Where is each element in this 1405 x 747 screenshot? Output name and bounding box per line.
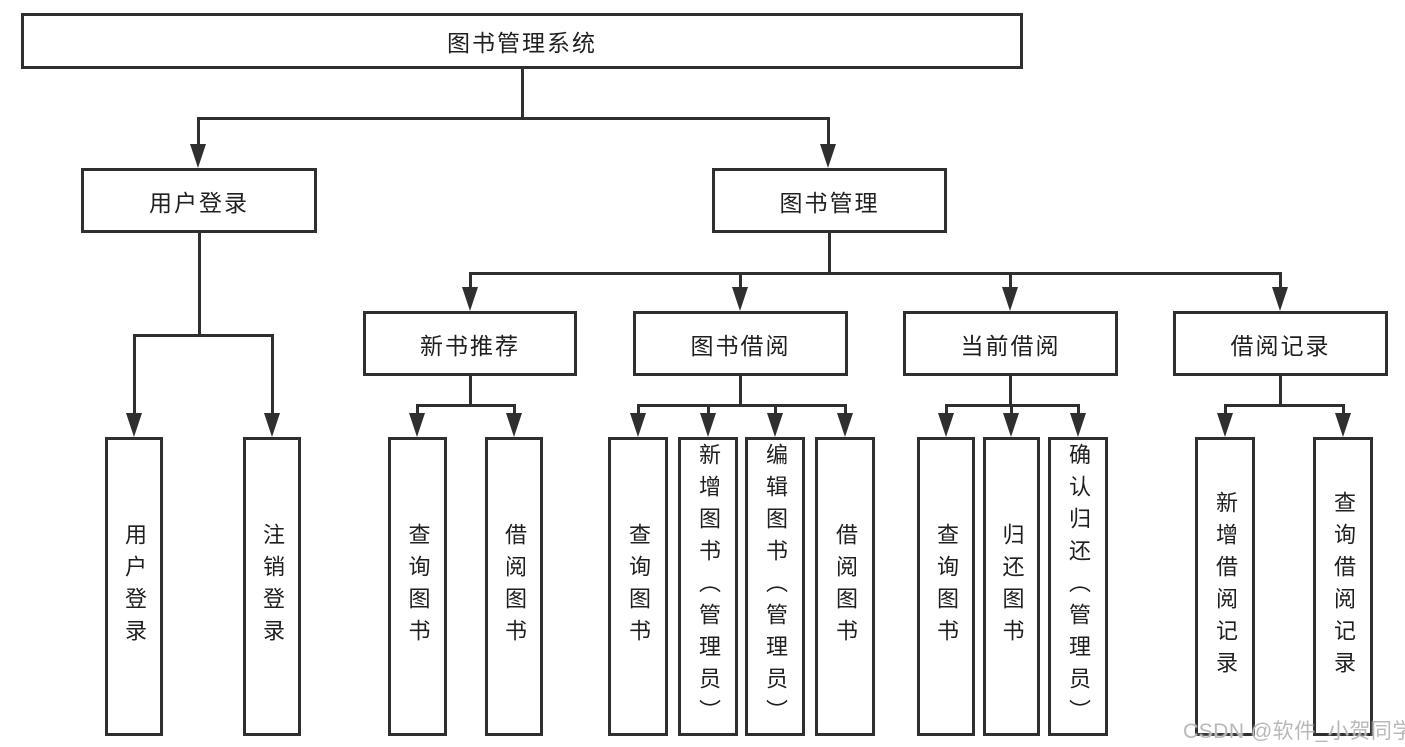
leaf-query-books-current: 查询图书 [917, 437, 975, 736]
connector-book-mgmt-stub [828, 233, 831, 274]
node-current-borrowing: 当前借阅 [903, 311, 1118, 376]
arrow-down-icon [1335, 413, 1351, 437]
connector-drop-user-login [197, 117, 200, 146]
leaf-return-books: 归还图书 [983, 437, 1040, 736]
connector-level2-rail [197, 117, 830, 120]
connector-drop-leaf [1010, 404, 1013, 415]
leaf-query-books-borrowing: 查询图书 [608, 437, 668, 736]
connector-drop-leaf [416, 404, 419, 415]
arrow-down-icon [837, 413, 853, 437]
connector-drop-leaf [133, 334, 136, 414]
connector-drop-borrowing [739, 272, 742, 290]
node-borrowing-records: 借阅记录 [1173, 311, 1388, 376]
connector-records-stub [1279, 376, 1282, 406]
csdn-watermark: CSDN @软件_小贺同学 [1183, 720, 1405, 743]
connector-drop-leaf [513, 404, 516, 415]
connector-level3-rail [469, 272, 1281, 275]
leaf-query-books-recommend: 查询图书 [388, 437, 447, 736]
leaf-user-login: 用户登录 [105, 437, 163, 736]
connector-borrowing-stub [739, 376, 742, 406]
node-book-borrowing: 图书借阅 [633, 311, 848, 376]
connector-borrowing-rail [637, 404, 847, 407]
leaf-add-borrow-record: 新增借阅记录 [1195, 437, 1255, 736]
leaf-logout: 注销登录 [243, 437, 301, 736]
connector-drop-leaf [1342, 404, 1345, 415]
arrow-down-icon [264, 413, 280, 437]
connector-drop-leaf [945, 404, 948, 415]
arrow-down-icon [190, 144, 206, 168]
connector-drop-new-books [469, 272, 472, 290]
leaf-borrow-books: 借阅图书 [815, 437, 875, 736]
connector-new-books-rail [416, 404, 516, 407]
arrow-down-icon [630, 413, 646, 437]
connector-drop-leaf [844, 404, 847, 415]
connector-drop-leaf [1077, 404, 1080, 415]
arrow-down-icon [732, 287, 748, 311]
connector-drop-leaf [271, 334, 274, 414]
arrow-down-icon [820, 144, 836, 168]
connector-drop-leaf [707, 404, 710, 415]
leaf-add-books-admin: 新增图书（管理员） [678, 437, 738, 736]
leaf-borrow-books-recommend: 借阅图书 [485, 437, 543, 736]
node-root: 图书管理系统 [21, 13, 1023, 69]
leaf-query-borrow-record: 查询借阅记录 [1313, 437, 1373, 736]
connector-records-rail [1224, 404, 1344, 407]
arrow-down-icon [1003, 413, 1019, 437]
leaf-edit-books-admin: 编辑图书（管理员） [745, 437, 805, 736]
connector-drop-book-mgmt [827, 117, 830, 146]
connector-root-stub [521, 69, 524, 118]
connector-new-books-stub [469, 376, 472, 406]
arrow-down-icon [1217, 413, 1233, 437]
arrow-down-icon [506, 413, 522, 437]
connector-drop-records [1279, 272, 1282, 290]
arrow-down-icon [1002, 287, 1018, 311]
arrow-down-icon [462, 287, 478, 311]
leaf-confirm-return-admin: 确认归还（管理员） [1048, 437, 1108, 736]
connector-drop-leaf [1224, 404, 1227, 415]
connector-user-login-rail [133, 334, 274, 337]
arrow-down-icon [767, 413, 783, 437]
connector-drop-leaf [774, 404, 777, 415]
arrow-down-icon [938, 413, 954, 437]
node-user-login: 用户登录 [81, 168, 317, 233]
arrow-down-icon [409, 413, 425, 437]
connector-current-stub [1009, 376, 1012, 406]
arrow-down-icon [1272, 287, 1288, 311]
connector-drop-leaf [637, 404, 640, 415]
arrow-down-icon [700, 413, 716, 437]
node-book-management: 图书管理 [712, 168, 947, 233]
connector-user-login-stub [198, 233, 201, 335]
arrow-down-icon [1070, 413, 1086, 437]
node-new-book-recommend: 新书推荐 [363, 311, 577, 376]
arrow-down-icon [126, 413, 142, 437]
connector-drop-current [1009, 272, 1012, 290]
